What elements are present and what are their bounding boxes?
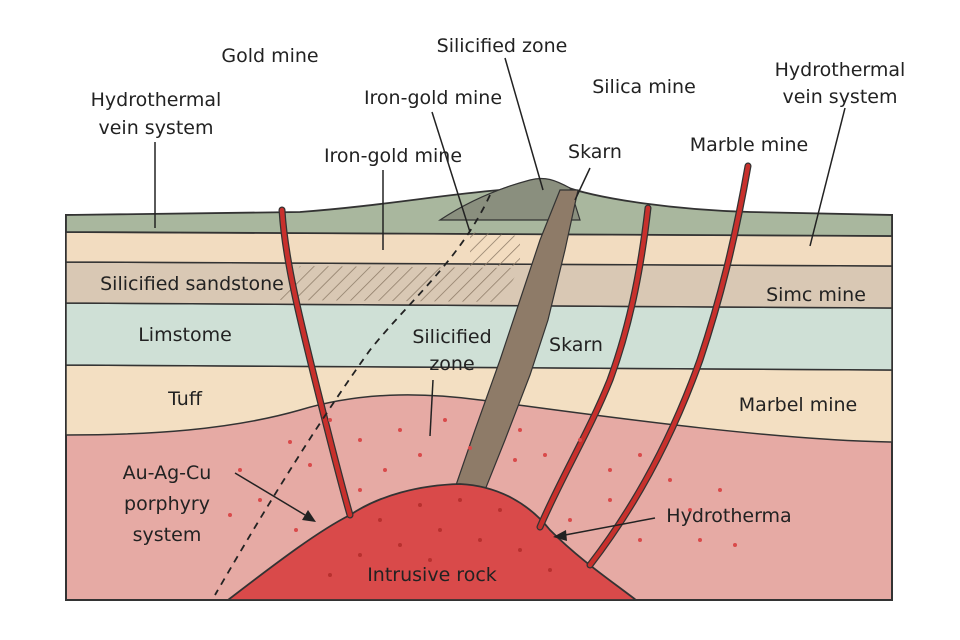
skarn-mid-label: Skarn — [549, 334, 603, 356]
hydrothermal-left-label: Hydrothermal — [91, 89, 222, 111]
hydrothermal-right-label-2: vein system — [783, 86, 898, 108]
silicified-zone-mid-label: Silicified — [412, 326, 491, 348]
hydrotherma-arrow — [553, 517, 656, 541]
silicified-zone-boundary — [214, 194, 491, 596]
marble-mine-vein — [586, 162, 752, 569]
hydrothermal-right-label: Hydrothermal — [775, 59, 906, 81]
porphyry-label-3: system — [133, 524, 202, 546]
leader-lines — [154, 57, 846, 437]
skarn-top-label: Skarn — [568, 141, 622, 163]
gold-mine-label: Gold mine — [221, 45, 318, 67]
tuff-layer — [65, 364, 893, 443]
hatched-wedge-upper — [470, 232, 520, 266]
intrusive-rock-label: Intrusive rock — [367, 564, 497, 586]
hydrothermal-left-label-2: vein system — [99, 117, 214, 139]
porphyry-dots — [228, 418, 737, 547]
tuff-label: Tuff — [167, 388, 203, 410]
silica-mine-vein — [536, 204, 652, 531]
silicified-sandstone-label: Silicified sandstone — [100, 273, 284, 295]
iron-gold-mine-label-2: Iron-gold mine — [324, 145, 462, 167]
intrusive-dots — [328, 498, 552, 577]
porphyry-label-2: porphyry — [124, 493, 210, 515]
marble-mine-label: Marble mine — [690, 134, 808, 156]
silicified-zone-top-label: Silicified zone — [437, 35, 568, 57]
limestone-label: Limstome — [138, 324, 232, 346]
gold-mine-vein — [278, 206, 354, 519]
hydrotherma-label: Hydrotherma — [666, 505, 791, 527]
simc-mine-label: Simc mine — [766, 284, 866, 306]
ridge-silicified-zone — [438, 177, 581, 221]
iron-gold-mine-label-1: Iron-gold mine — [364, 87, 502, 109]
intrusive-rock — [225, 483, 639, 601]
marbel-mine-label: Marbel mine — [739, 394, 857, 416]
silica-mine-label: Silica mine — [592, 76, 696, 98]
porphyry-label-1: Au-Ag-Cu — [123, 462, 212, 484]
hatched-iron-gold-zone-pattern — [280, 266, 520, 302]
porphyry-arrow — [234, 472, 316, 522]
silicified-zone-mid-label-2: zone — [429, 353, 474, 375]
